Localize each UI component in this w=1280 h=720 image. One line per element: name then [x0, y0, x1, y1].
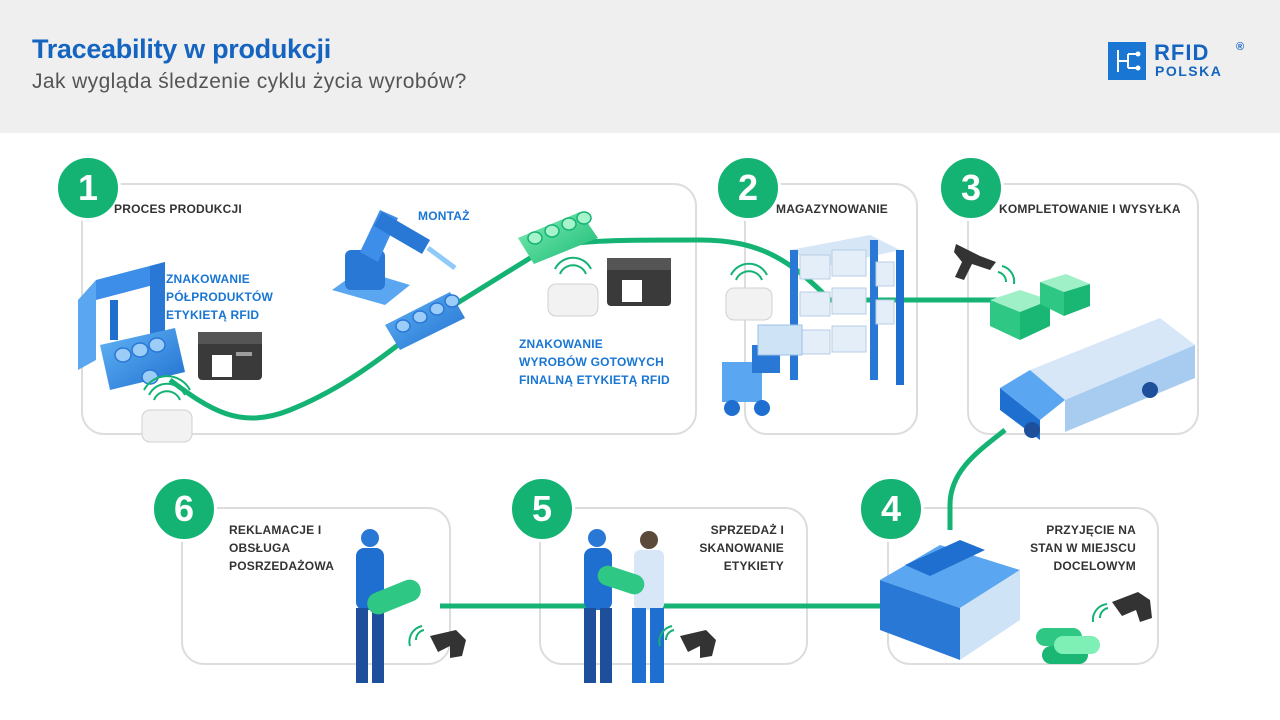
flow-line-2 — [947, 428, 1007, 530]
rfid-reader-icon — [141, 375, 193, 443]
handheld-scanner-icon — [680, 630, 716, 658]
step-label-4: PRZYJĘCIE NA STAN W MIEJSCU DOCELOWYM — [1000, 521, 1136, 575]
step-label-2: MAGAZYNOWANIE — [776, 202, 888, 216]
building-icon — [880, 540, 1020, 660]
annotation-line: ETYKIETĄ RFID — [166, 308, 260, 322]
annotation-line: PÓŁPRODUKTÓW — [166, 290, 274, 304]
step-label-6: REKLAMACJE I OBSŁUGA POSRZEDAŻOWA — [229, 521, 334, 575]
step-label-4-line: STAN W MIEJSCU — [1030, 541, 1136, 555]
annotation-final-products: ZNAKOWANIE WYROBÓW GOTOWYCH FINALNĄ ETYK… — [519, 335, 670, 389]
green-conveyor-icon — [518, 211, 598, 264]
salesman-icon — [632, 531, 664, 683]
green-rolls-icon — [1036, 628, 1100, 664]
panel-step-3 — [967, 183, 1199, 435]
green-roll-icon — [367, 579, 421, 615]
page-subtitle: Jak wygląda śledzenie cyklu życia wyrobó… — [32, 70, 467, 93]
panel-step-6 — [181, 507, 451, 665]
step-badge-3: 3 — [938, 155, 1004, 221]
step-badge-1: 1 — [55, 155, 121, 221]
step-label-6-line: OBSŁUGA — [229, 541, 291, 555]
header-bar — [0, 0, 1280, 133]
green-roll-icon — [597, 565, 645, 595]
step-label-6-line: POSRZEDAŻOWA — [229, 559, 335, 573]
step-label-5: SPRZEDAŻ I SKANOWANIE ETYKIETY — [680, 521, 784, 575]
boxes-icon — [990, 274, 1090, 340]
step-badge-2: 2 — [715, 155, 781, 221]
step-label-5-line: SKANOWANIE — [699, 541, 784, 555]
logo-registered: ® — [1236, 41, 1245, 53]
annotation-line: ZNAKOWANIE — [166, 272, 250, 286]
step-label-6-line: REKLAMACJE I — [229, 523, 322, 537]
rfid-polska-logo: RFID POLSKA ® — [1108, 40, 1258, 82]
step-badge-6: 6 — [151, 476, 217, 542]
logo-text: RFID — [1154, 40, 1210, 65]
rfid-reader-icon — [725, 262, 773, 321]
handheld-scanner-icon — [430, 630, 466, 658]
step-label-5-line: ETYKIETY — [723, 559, 784, 573]
step-badge-4: 4 — [858, 476, 924, 542]
forklift-icon — [722, 324, 803, 416]
gantry-robot-icon — [78, 262, 185, 390]
panel-step-5 — [539, 507, 808, 665]
logo-subtext: POLSKA — [1155, 63, 1223, 79]
truck-icon — [1000, 318, 1195, 440]
annotation-semi-products: ZNAKOWANIE PÓŁPRODUKTÓW ETYKIETĄ RFID — [166, 270, 273, 324]
conveyor-icon — [385, 292, 465, 350]
step-badge-5: 5 — [509, 476, 575, 542]
step-label-3: KOMPLETOWANIE I WYSYŁKA — [999, 202, 1181, 216]
label-printer-icon — [607, 258, 671, 306]
step-label-1: PROCES PRODUKCJI — [114, 202, 242, 216]
annotation-line: WYROBÓW GOTOWYCH — [519, 355, 664, 369]
page-title: Traceability w produkcji — [32, 34, 331, 64]
annotation-line: FINALNĄ ETYKIETĄ RFID — [519, 373, 670, 387]
logo-mark-icon — [1108, 42, 1146, 80]
annotation-line: ZNAKOWANIE — [519, 337, 603, 351]
handheld-scanner-icon — [1112, 592, 1152, 622]
worker-icon — [584, 529, 612, 683]
annotation-assembly: MONTAŻ — [418, 209, 470, 223]
rfid-reader-icon — [547, 256, 599, 317]
handheld-scanner-icon — [954, 244, 996, 280]
step-label-4-line: PRZYJĘCIE NA — [1046, 523, 1136, 537]
step-label-4-line: DOCELOWYM — [1053, 559, 1136, 573]
warehouse-rack-icon — [790, 235, 904, 385]
step-label-5-line: SPRZEDAŻ I — [710, 523, 784, 537]
robot-arm-icon — [332, 210, 457, 305]
label-printer-icon — [198, 332, 262, 380]
